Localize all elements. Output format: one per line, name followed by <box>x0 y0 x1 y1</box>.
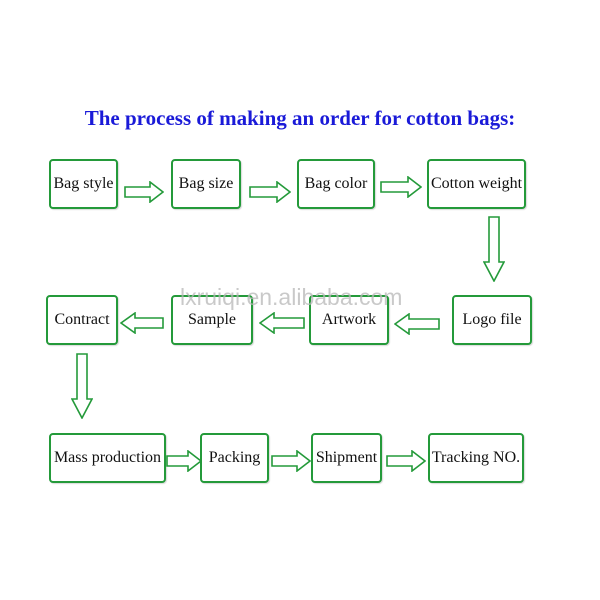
step-logo-file: Logo file <box>452 295 532 345</box>
step-tracking-no: Tracking NO. <box>428 433 524 483</box>
arrow-right-icon <box>166 450 202 472</box>
arrow-right-icon <box>386 450 426 472</box>
step-sample: Sample <box>171 295 253 345</box>
step-packing: Packing <box>200 433 269 483</box>
step-bag-color: Bag color <box>297 159 375 209</box>
arrow-down-icon <box>71 353 93 419</box>
arrow-left-icon <box>120 312 164 334</box>
step-bag-size: Bag size <box>171 159 241 209</box>
arrow-right-icon <box>124 181 164 203</box>
arrow-right-icon <box>249 181 291 203</box>
arrow-right-icon <box>271 450 311 472</box>
step-artwork: Artwork <box>309 295 389 345</box>
arrow-left-icon <box>259 312 305 334</box>
arrow-right-icon <box>380 176 422 198</box>
arrow-left-icon <box>394 313 440 335</box>
watermark: lxruiqi.en.alibaba.com <box>180 284 403 310</box>
arrow-down-icon <box>483 216 505 282</box>
page-title: The process of making an order for cotto… <box>84 106 516 130</box>
step-bag-style: Bag style <box>49 159 118 209</box>
step-mass-production: Mass production <box>49 433 166 483</box>
step-cotton-weight: Cotton weight <box>427 159 526 209</box>
step-shipment: Shipment <box>311 433 382 483</box>
step-contract: Contract <box>46 295 118 345</box>
